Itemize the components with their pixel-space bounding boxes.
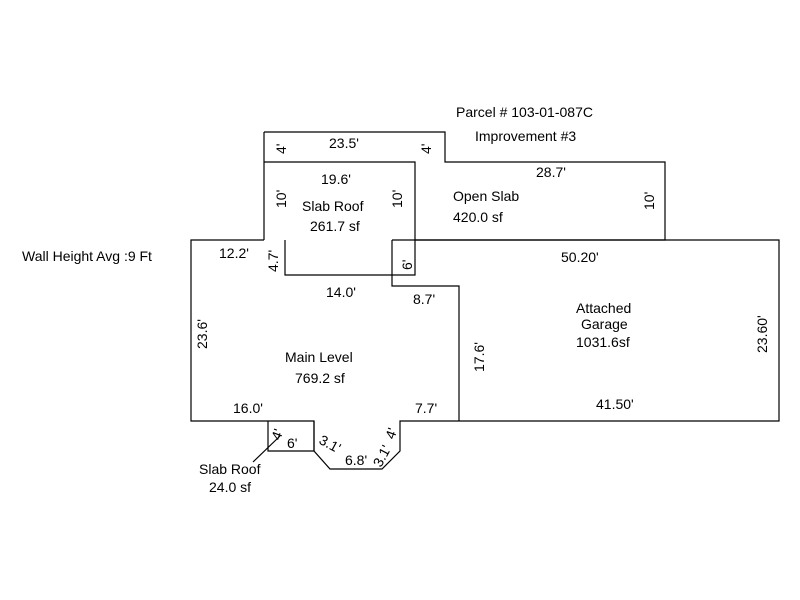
parcel-number: Parcel # 103-01-087C xyxy=(456,104,593,120)
dim-bay-4-right: 4' xyxy=(382,426,401,441)
slab-roof-area: 261.7 sf xyxy=(310,218,360,234)
small-slab-roof-area: 24.0 sf xyxy=(209,479,251,495)
dim-8-7: 8.7' xyxy=(413,291,435,307)
small-slab-roof-label: Slab Roof xyxy=(199,461,261,477)
dim-top-right-4: 4' xyxy=(418,144,434,154)
wall-height-note: Wall Height Avg :9 Ft xyxy=(22,248,152,264)
improvement-number: Improvement #3 xyxy=(475,128,576,144)
garage-label-line1: Attached xyxy=(576,300,631,316)
dim-19-6: 19.6' xyxy=(321,171,351,187)
dim-17-6: 17.6' xyxy=(471,342,487,372)
dim-slab-left-10: 10' xyxy=(273,190,289,208)
open-slab-area: 420.0 sf xyxy=(453,209,503,225)
garage-label-line2: Garage xyxy=(581,316,628,332)
dim-open-right-10: 10' xyxy=(641,192,657,210)
garage-outline xyxy=(392,239,780,422)
dim-4-7: 4.7' xyxy=(265,250,281,272)
dim-23-5: 23.5' xyxy=(329,135,359,151)
dim-bay-6-8: 6.8' xyxy=(345,452,367,468)
slab-roof-outline xyxy=(263,132,416,276)
dim-garage-6: 6' xyxy=(399,260,415,270)
small-slab-roof-outline xyxy=(267,420,315,452)
dim-7-7: 7.7' xyxy=(415,400,437,416)
main-level-label: Main Level xyxy=(285,349,353,365)
dim-bay-4-left: 4' xyxy=(268,427,287,442)
dim-23-60: 23.60' xyxy=(754,315,770,353)
garage-area: 1031.6sf xyxy=(576,334,630,350)
main-level-outline xyxy=(190,239,460,422)
dim-12-2: 12.2' xyxy=(219,245,249,261)
dim-16-0: 16.0' xyxy=(233,400,263,416)
open-slab-label: Open Slab xyxy=(453,188,519,204)
dim-top-left-4: 4' xyxy=(273,144,289,154)
dim-bay-3-1-left: 3.1' xyxy=(317,432,344,457)
dim-slab-right-10: 10' xyxy=(389,190,405,208)
dim-50-20: 50.20' xyxy=(561,249,599,265)
dim-23-6: 23.6' xyxy=(194,319,210,349)
small-slab-pointer-line xyxy=(252,435,281,463)
dim-28-7: 28.7' xyxy=(536,164,566,180)
dim-bay-3-1-right: 3.1' xyxy=(370,442,395,469)
dim-14-0: 14.0' xyxy=(326,284,356,300)
slab-roof-label: Slab Roof xyxy=(302,198,364,214)
dim-bay-6: 6' xyxy=(287,435,297,451)
dim-41-50: 41.50' xyxy=(596,396,634,412)
main-level-area: 769.2 sf xyxy=(295,370,345,386)
